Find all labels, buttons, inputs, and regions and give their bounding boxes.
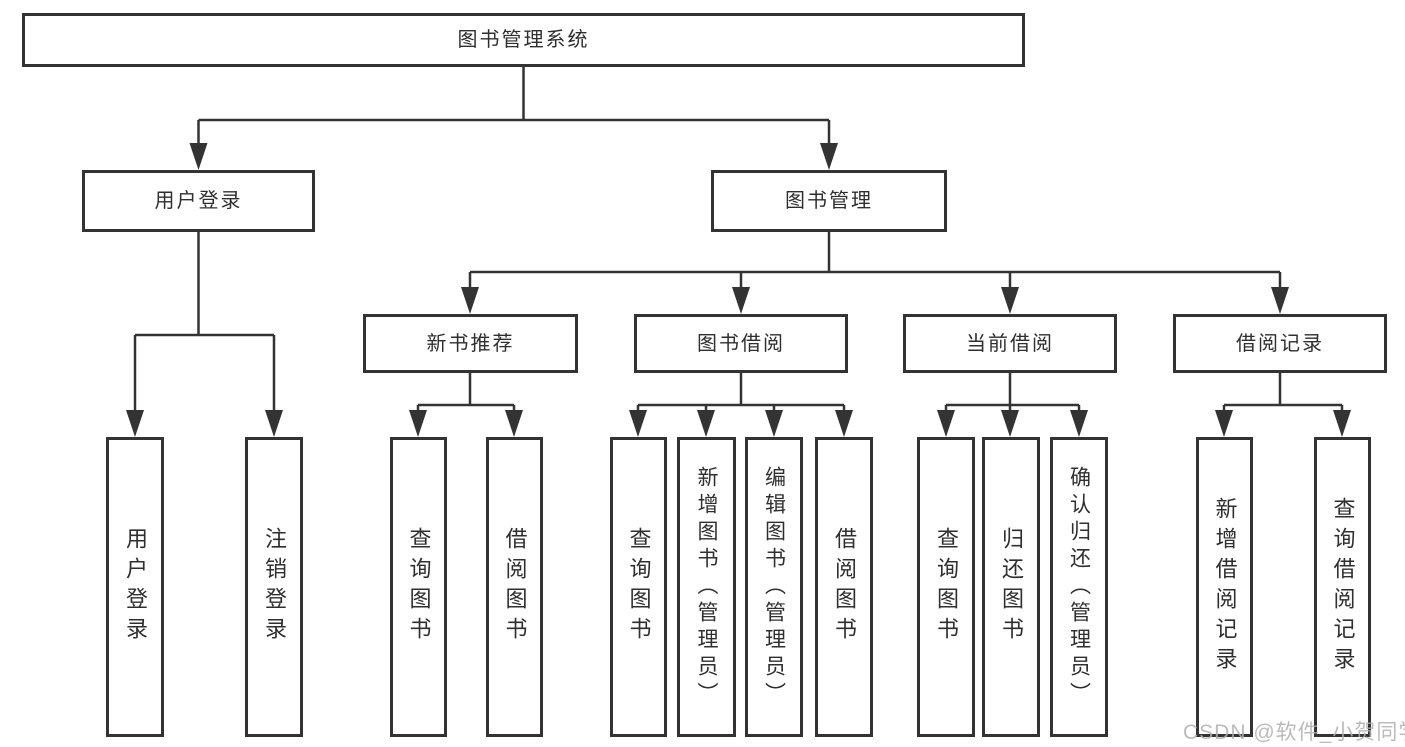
arrow-down-icon <box>461 287 479 314</box>
arrow-down-icon <box>732 287 750 314</box>
leaf-query-books: 查询图书 <box>390 437 447 737</box>
arrow-down-icon <box>697 410 715 437</box>
arrow-down-icon <box>1001 287 1019 314</box>
arrow-down-icon <box>765 410 783 437</box>
arrow-down-icon <box>629 410 647 437</box>
arrow-down-icon <box>1215 410 1233 437</box>
arrowheads <box>126 143 1351 437</box>
node-user-login: 用户登录 <box>82 170 315 232</box>
leaf-borrow-books: 借阅图书 <box>486 437 543 737</box>
arrow-down-icon <box>409 410 427 437</box>
connector-book-borrow <box>636 373 846 416</box>
connector-new-book-rec <box>416 373 516 416</box>
leaf-edit-books-admin: 编辑图书（管理员） <box>745 437 803 737</box>
node-book-borrow: 图书借阅 <box>634 314 848 373</box>
leaf-add-books-admin: 新增图书（管理员） <box>677 437 736 737</box>
connector-user-login <box>133 232 276 416</box>
arrow-down-icon <box>1271 287 1289 314</box>
connector-book-mgmt <box>468 232 1282 293</box>
csdn-watermark: CSDN @软件_小贺同学 <box>1183 721 1405 744</box>
node-current-borrow: 当前借阅 <box>903 314 1117 373</box>
node-book-management: 图书管理 <box>711 170 947 232</box>
leaf-logout: 注销登录 <box>245 437 303 737</box>
leaf-query-books: 查询图书 <box>917 437 975 737</box>
leaf-confirm-return-admin: 确认归还（管理员） <box>1050 437 1108 737</box>
arrow-down-icon <box>505 410 523 437</box>
arrow-down-icon <box>126 410 144 437</box>
arrow-down-icon <box>1001 410 1019 437</box>
arrow-down-icon <box>1333 410 1351 437</box>
arrow-down-icon <box>189 143 208 170</box>
arrow-down-icon <box>1070 410 1088 437</box>
leaf-return-books: 归还图书 <box>982 437 1040 737</box>
leaf-add-borrow-record: 新增借阅记录 <box>1196 437 1253 737</box>
connector-borrow-record <box>1222 373 1344 416</box>
arrow-down-icon <box>820 143 838 170</box>
node-borrow-record: 借阅记录 <box>1173 314 1387 373</box>
arrow-down-icon <box>937 410 955 437</box>
arrow-down-icon <box>265 410 283 437</box>
connector-root <box>197 67 831 150</box>
arrow-down-icon <box>835 410 853 437</box>
leaf-borrow-books: 借阅图书 <box>815 437 873 737</box>
leaf-query-borrow-record: 查询借阅记录 <box>1314 437 1371 737</box>
node-new-book-recommend: 新书推荐 <box>363 314 578 373</box>
leaf-query-books: 查询图书 <box>610 437 667 737</box>
node-root-system: 图书管理系统 <box>22 13 1025 67</box>
leaf-user-login: 用户登录 <box>106 437 164 737</box>
connector-current-borrow <box>944 373 1081 416</box>
